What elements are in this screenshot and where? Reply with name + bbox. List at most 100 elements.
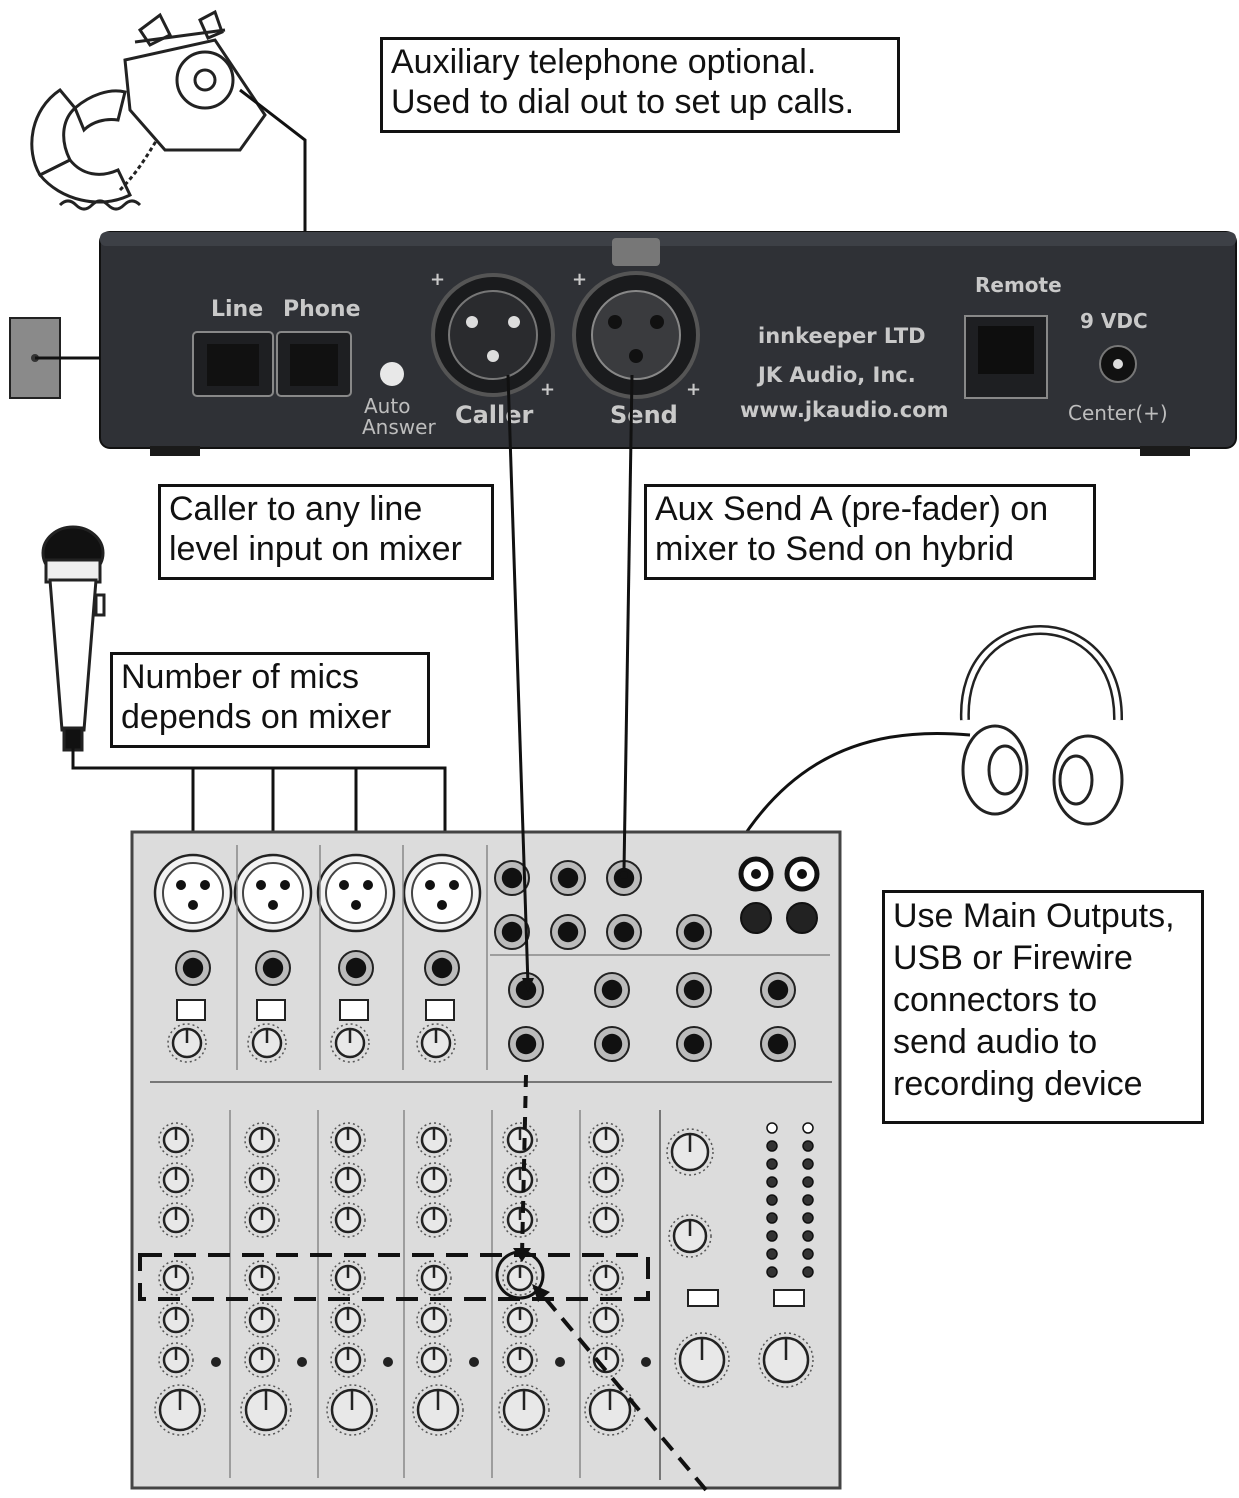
pad-switch [425,999,455,1021]
meter-led [766,1266,778,1278]
jack-hole [767,979,789,1001]
routing-dashed-line [520,1074,528,1256]
send-jack-label: Send [610,401,678,429]
jack-hole [557,867,579,889]
knob-scale [330,1023,370,1063]
knob-scale [244,1162,280,1198]
knob-scale [154,1384,206,1436]
aux-send-highlight [138,1253,650,1301]
callout-line: Aux Send A (pre-fader) on [655,490,1049,528]
knob-scale [330,1302,366,1338]
remote-label: Remote [975,273,1062,297]
outputs-callout: Use Main Outputs, USB or Firewire connec… [882,890,1204,1124]
jack-hole [501,921,523,943]
knob-scale [588,1122,624,1158]
polarity-label: Center(+) [1068,401,1168,425]
rca-pin [797,869,807,879]
meter-led [766,1176,778,1188]
mic-cable [71,748,447,842]
knob-scale [416,1023,456,1063]
microphone-illustration [41,525,106,752]
line-jack-label: Line [211,297,263,322]
hybrid-unit: + + + + [99,231,1237,456]
meter-led [802,1140,814,1152]
callout-line: connectors to [893,981,1098,1019]
meter-led [766,1230,778,1242]
meter-led [766,1194,778,1206]
xlr-inner [242,862,304,924]
knob-scale [666,1128,714,1176]
xlr-pin [280,880,290,890]
jack-hole [613,921,635,943]
knob-scale [588,1202,624,1238]
peak-led [555,1357,565,1367]
xlr-pin [256,880,266,890]
callout-line: send audio to [893,1023,1098,1061]
callout-line: Use Main Outputs, [893,897,1175,935]
knob-scale [674,1332,730,1388]
xlr-pin [176,880,186,890]
callout-line: mixer to Send on hybrid [655,530,1015,568]
jack-hole [182,957,204,979]
jack-hole [767,1033,789,1055]
meter-led [766,1122,778,1134]
knob-scale [247,1023,287,1063]
mixer-controls [153,845,830,1478]
callout-line: Number of mics [121,658,360,696]
telephone-illustration [30,9,267,211]
knob-scale [330,1122,366,1158]
knob-scale [588,1342,624,1378]
knob-scale [416,1260,452,1296]
pad-switch [176,999,206,1021]
jack-hole [683,979,705,1001]
knob-scale [412,1384,464,1436]
jack-hole [683,921,705,943]
jack-hole [345,957,367,979]
jack-hole [515,979,537,1001]
rca-jack [786,902,818,934]
pad-switch [339,999,369,1021]
meter-led [802,1194,814,1206]
caller-cable [506,374,530,986]
mics-callout: Number of mics depends on mixer [110,652,430,748]
callout-line: Caller to any line [169,490,423,528]
button [687,1289,719,1307]
brand-text: innkeeper LTD JK Audio, Inc. www.jkaudio… [740,324,949,422]
knob-scale [502,1202,538,1238]
knob-scale [326,1384,378,1436]
button [773,1289,805,1307]
knob-scale [588,1302,624,1338]
knob-scale [244,1122,280,1158]
jack-hole [501,867,523,889]
knob-scale [584,1384,636,1436]
knob-scale [158,1122,194,1158]
knob-scale [502,1260,538,1296]
knob-scale [502,1302,538,1338]
phone-jack-label: Phone [283,297,360,322]
knob-scale [502,1342,538,1378]
jack-hole [262,957,284,979]
meter-led [766,1140,778,1152]
pad-switch [256,999,286,1021]
rca-jack [740,902,772,934]
meter-led [766,1248,778,1260]
xlr-pin [200,880,210,890]
knob-scale [244,1202,280,1238]
meter-led [802,1176,814,1188]
callout-line: Auxiliary telephone optional. [391,43,817,81]
knob-scale [158,1202,194,1238]
knob-scale [502,1122,538,1158]
knob-scale [330,1162,366,1198]
callout-line: depends on mixer [121,698,392,736]
knob-scale [498,1384,550,1436]
xlr-inner [411,862,473,924]
mixer-illustration [130,830,842,1490]
meter-led [766,1212,778,1224]
knob-scale [416,1162,452,1198]
svg-text:+: + [686,379,701,400]
meter-led [802,1230,814,1242]
knob-scale [240,1384,292,1436]
rca-pin [751,869,761,879]
meter-led [766,1158,778,1170]
